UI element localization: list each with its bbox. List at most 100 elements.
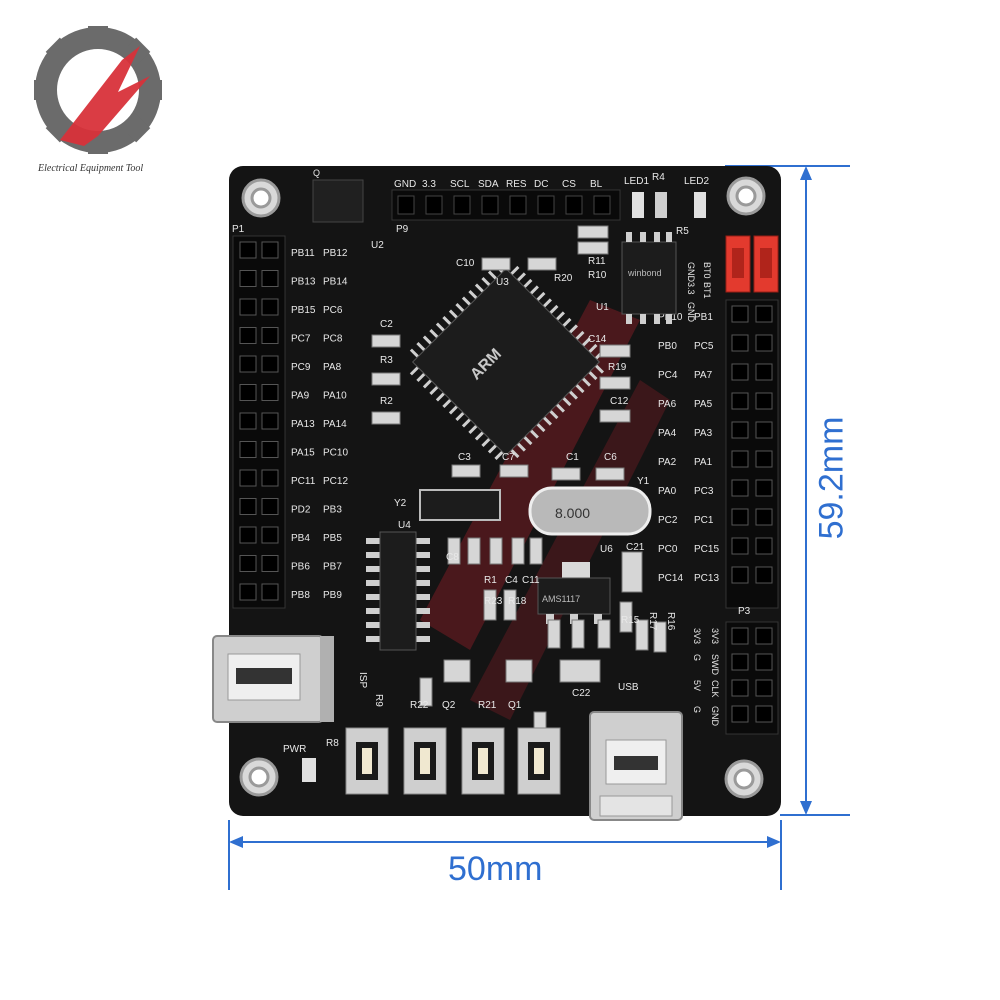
label-r4: R4 (652, 172, 665, 183)
component-label: USB (618, 682, 639, 693)
header-pin (239, 355, 257, 373)
gear-tooth (88, 26, 108, 48)
label-p9: P9 (396, 224, 409, 235)
header-pin (261, 469, 279, 487)
right-pin-label: PC3 (694, 486, 714, 497)
component-label: R16 (665, 612, 676, 631)
ic-pin (366, 580, 380, 586)
swd-label: 3V3 (710, 628, 720, 644)
right-pin-header: PB10PB1PB0PC5PC4PA7PA6PA5PA4PA3PA2PA1PA0… (658, 299, 779, 609)
swd-label: G (692, 706, 702, 713)
swd-label: GND (710, 706, 720, 727)
top-pin-label: RES (506, 179, 527, 190)
header-pin (755, 508, 773, 526)
gear-tooth (34, 80, 56, 100)
smd-part (419, 677, 433, 707)
component-label: R19 (608, 362, 627, 373)
left-pin-label: PB4 (291, 533, 310, 544)
smd-part (443, 659, 471, 683)
ic-pin (416, 594, 430, 600)
header-pin (537, 195, 555, 215)
gear-tooth (120, 112, 151, 143)
component-label: R23 (484, 596, 503, 607)
component-label: C8 (446, 552, 459, 563)
right-pin-label: PB1 (694, 312, 713, 323)
header-pin (239, 384, 257, 401)
label-led2: LED2 (684, 176, 709, 187)
header-pin (731, 653, 749, 671)
header-pin (239, 270, 257, 287)
component-label: Q2 (442, 700, 456, 711)
left-pin-label: PB3 (323, 505, 342, 516)
component-label: C21 (626, 542, 645, 553)
ic-pin (366, 594, 380, 600)
header-pin (239, 241, 257, 259)
height-dimension-label: 59.2mm (812, 416, 851, 540)
gear-icon (34, 26, 162, 154)
header-pin (755, 450, 773, 468)
header-pin (397, 195, 415, 215)
header-pin (261, 555, 279, 572)
regulator-marking: AMS1117 (542, 594, 580, 604)
left-pin-label: PD2 (291, 505, 311, 516)
header-pin (755, 479, 773, 497)
right-pin-label: PA2 (658, 457, 677, 468)
left-pin-label: PA10 (323, 391, 347, 402)
header-pin (239, 327, 257, 344)
component-label: Y1 (637, 476, 650, 487)
main-mcu-chip: ARM (409, 263, 605, 461)
left-pin-label: PB5 (323, 533, 342, 544)
component-label: R3 (380, 355, 393, 366)
header-pin (261, 241, 279, 259)
button-cap (362, 748, 372, 774)
component-label: R22 (410, 700, 429, 711)
smd-part (489, 537, 503, 565)
header-pin (239, 469, 257, 487)
left-pin-label: PC7 (291, 334, 311, 345)
boot-label: GND (686, 262, 696, 283)
smd-part (547, 619, 561, 649)
button-cap (420, 748, 430, 774)
right-pin-label: PC15 (694, 544, 719, 555)
smd-part (371, 372, 401, 386)
component-label: C11 (522, 575, 540, 586)
component-label: C12 (610, 396, 629, 407)
header-pin (261, 298, 279, 316)
header-pin (593, 195, 611, 215)
ic-pin (366, 538, 380, 544)
smd-part (599, 376, 631, 390)
header-pin (731, 421, 749, 439)
right-pin-label: PC14 (658, 573, 683, 584)
top-pin-label: SDA (478, 179, 499, 190)
tactile-button (403, 727, 447, 795)
component-label: C1 (566, 452, 579, 463)
bolt-accent-icon (60, 46, 150, 146)
left-pin-label: PB15 (291, 305, 316, 316)
header-pin (755, 679, 773, 697)
right-pin-label: PA0 (658, 486, 677, 497)
component-label: R11 (588, 256, 606, 267)
header-pin (509, 195, 527, 215)
ic-pin (416, 622, 430, 628)
header-pin (755, 334, 773, 352)
left-pin-label: PC10 (323, 448, 348, 459)
left-pin-label: PC6 (323, 305, 343, 316)
component-label: C10 (456, 258, 475, 269)
right-pin-label: PC2 (658, 515, 678, 526)
header-pin (261, 270, 279, 287)
smd-part (467, 537, 481, 565)
ic-pin (416, 608, 430, 614)
label-q: Q (313, 168, 320, 178)
left-pin-label: PB6 (291, 562, 310, 573)
component-label: R8 (326, 738, 339, 749)
header-pin (731, 305, 749, 323)
header-pin (755, 705, 773, 723)
smd-part (481, 257, 511, 271)
top-pin-label: 3.3 (422, 179, 436, 190)
top-pin-label: GND (394, 179, 416, 190)
top-pin-label: SCL (450, 179, 470, 190)
smd-part (599, 409, 631, 423)
